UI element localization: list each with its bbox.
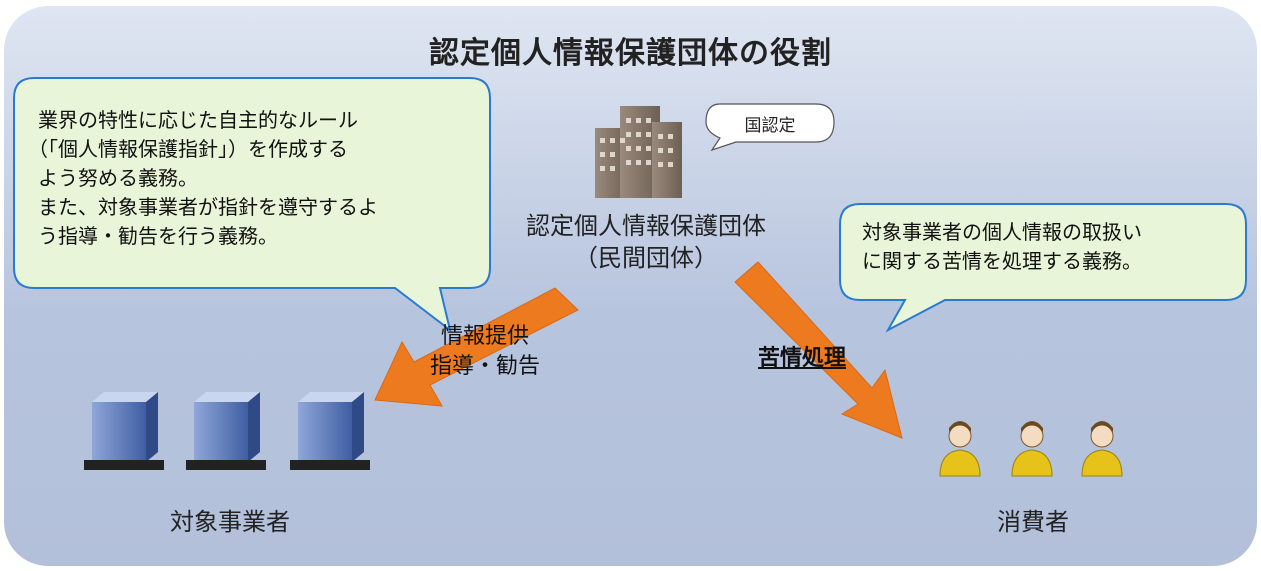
arrow-info-guidance [374,287,579,407]
left-callout-line: 業界の特性に応じた自主的なルール [38,108,358,132]
arrow-label-complaint: 苦情処理 [758,346,847,371]
left-callout-text: 業界の特性に応じた自主的なルール （「個人情報保護指針」）を作成する よう努める… [28,106,478,251]
right-callout-bubble [839,203,1247,333]
businesses-label: 対象事業者 [170,508,290,536]
diagram-title: 認定個人情報保護団体の役割 [429,36,832,71]
left-callout-line: また、対象事業者が指針を遵守するよ [38,195,378,219]
center-org-label: 認定個人情報保護団体 （民間団体） [476,210,816,274]
badge-bubble [705,103,835,152]
center-org-name: 認定個人情報保護団体 [526,212,766,240]
left-callout-line: よう努める義務。 [38,166,198,190]
left-callout-bubble [13,77,491,333]
person-icon [1081,421,1123,477]
server-icon [186,392,266,470]
left-arrow-label: 情報提供 指導・勧告 [400,322,570,382]
left-callout-line: う指導・勧告を行う義務。 [38,224,278,248]
right-callout-line: に関する苦情を処理する義務。 [862,249,1142,273]
person-icon [939,421,981,477]
arrow-label-info: 情報提供 [440,324,529,349]
consumers-label: 消費者 [997,508,1069,536]
server-icon [290,392,370,470]
certified-badge: 国認定 [744,116,796,136]
person-icon [1011,421,1053,477]
right-callout-text: 対象事業者の個人情報の取扱い に関する苦情を処理する義務。 [862,218,1232,276]
arrow-label-guidance: 指導・勧告 [429,354,540,379]
right-callout-line: 対象事業者の個人情報の取扱い [862,220,1142,244]
arrow-complaint-handling [734,261,903,439]
building-icon [595,106,682,198]
server-icon [84,392,164,470]
center-org-type: （民間団体） [574,244,718,272]
left-callout-line: （「個人情報保護指針」）を作成する [28,137,348,161]
